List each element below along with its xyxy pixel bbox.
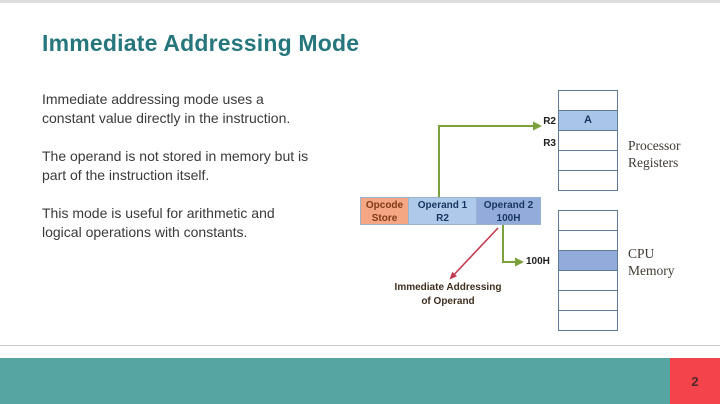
operand2-to-memory-arrow [502,225,524,267]
instruction-box: Opcode Store Operand 1 R2 Operand 2 100H [360,197,541,225]
memory-row [558,310,618,331]
footer-bar [0,358,720,404]
memory-row [558,230,618,251]
memory-row [558,290,618,311]
operand1-cell: Operand 1 R2 [408,197,477,225]
memory-row [558,210,618,231]
opcode-cell: Opcode Store [360,197,409,225]
memory-row-100h [558,250,618,271]
operand1-value: R2 [436,213,449,224]
operand2-cell: Operand 2 100H [476,197,541,225]
opcode-title: Opcode [365,200,404,211]
operand1-title: Operand 1 [417,200,468,211]
memory-row [558,270,618,291]
memory-address-label: 100H [526,256,550,267]
register-row-r2: A [558,110,618,131]
divider-line [0,345,720,346]
register-row [558,170,618,191]
r3-label: R3 [543,138,556,149]
processor-registers-stack: A [558,90,618,191]
immediate-addressing-annotation: Immediate Addressing of Operand [394,282,502,307]
annotation-arrow [449,227,499,280]
register-row [558,150,618,171]
cpu-memory-label: CPU Memory [628,246,675,278]
paragraph-3: This mode is useful for arithmetic and l… [42,205,275,240]
opcode-value: Store [371,213,398,224]
register-row [558,90,618,111]
operand2-value: 100H [496,213,521,224]
cpu-memory-stack [558,210,618,331]
operand1-to-r2-arrow [438,121,542,197]
page-number: 2 [691,373,699,389]
r2-label: R2 [543,116,556,127]
operand2-title: Operand 2 [483,200,534,211]
slide-top-edge [0,0,720,3]
register-row-r3 [558,130,618,151]
page-number-box: 2 [670,358,720,404]
slide-title: Immediate Addressing Mode [42,30,360,56]
paragraph-2: The operand is not stored in memory but … [42,148,309,183]
body-text: Immediate addressing mode uses a constan… [42,90,372,261]
paragraph-1: Immediate addressing mode uses a constan… [42,91,291,126]
processor-registers-label: Processor Registers [628,138,681,170]
register-a-value: A [584,114,592,126]
